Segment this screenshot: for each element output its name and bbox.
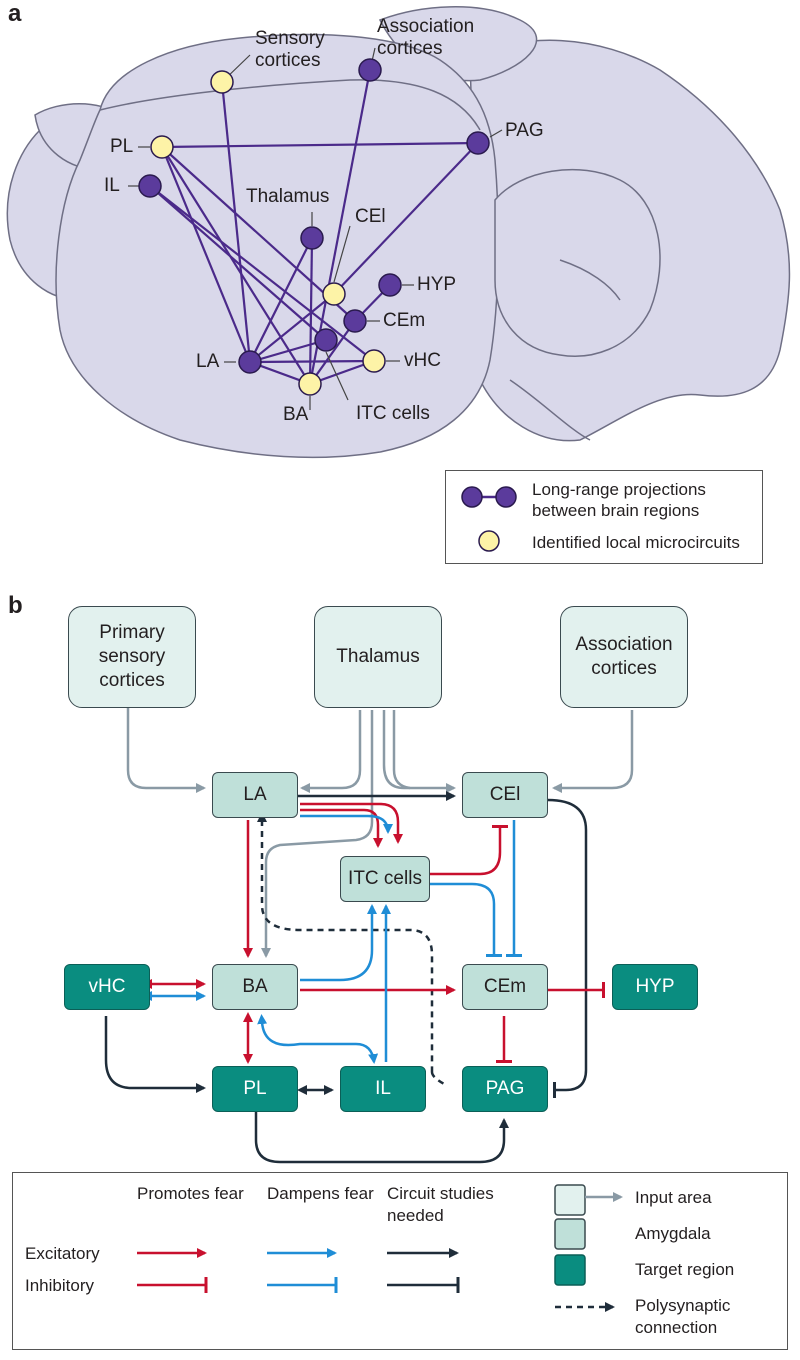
box-vhc: vHC [64,964,150,1010]
node-thalamus [300,226,324,250]
blue-arrows [142,814,522,1064]
label-sensory-cortices: Sensory cortices [255,28,325,71]
legend-panel-a: Long-range projections between brain reg… [445,470,763,564]
label-il: IL [104,175,120,196]
box-ba: BA [212,964,298,1010]
label-la: LA [196,351,220,372]
input-arrows [126,708,634,958]
panel-a-letter: a [8,0,22,27]
legend-polysynaptic: Polysynaptic connection [635,1296,731,1337]
box-hyp: HYP [612,964,698,1010]
node-pl [150,135,174,159]
panel-b-letter: b [8,592,23,619]
legend-target-region: Target region [635,1260,735,1279]
node-sensory [210,70,234,94]
label-vhc: vHC [404,350,441,371]
node-il [138,174,162,198]
legend-amygdala: Amygdala [635,1224,711,1243]
label-association-cortices: Association cortices [377,16,475,59]
legend-b-symbols [137,1184,623,1312]
label-ba: BA [283,404,309,425]
box-association-cortices: Association cortices [560,606,688,708]
label-hyp: HYP [417,274,457,295]
brain-diagram [6,6,791,459]
red-arrows [142,802,605,1064]
box-pl: PL [212,1066,298,1112]
circuit-diagram [104,708,634,1164]
legend-excitatory: Excitatory [25,1244,100,1263]
box-cel: CEl [462,772,548,818]
nodes [138,58,490,396]
node-cel [322,282,346,306]
box-primary-sensory-cortices: Primary sensory cortices [68,606,196,708]
legend-circuit-studies: Circuit studies needed [387,1184,494,1225]
node-pag [466,131,490,155]
projection-lines [149,69,479,386]
label-cel: CEl [355,206,386,227]
node-cem [343,309,367,333]
legend-panel-b: Promotes fear Dampens fear Circuit studi… [12,1172,788,1350]
node-itc [314,328,338,352]
label-itc-cells: ITC cells [356,403,430,424]
box-thalamus: Thalamus [314,606,442,708]
node-hyp [378,273,402,297]
legend-a-symbols [461,486,517,552]
node-ba [298,372,322,396]
label-pag: PAG [505,120,544,141]
legend-dampens-fear: Dampens fear [267,1184,374,1203]
legend-projections-text: Long-range projections between brain reg… [532,480,706,520]
node-la [238,350,262,374]
dark-arrows [104,791,588,1164]
legend-promotes-fear: Promotes fear [137,1184,244,1203]
leader-lines [128,47,503,410]
node-association [358,58,382,82]
box-la: LA [212,772,298,818]
box-itc-cells: ITC cells [340,856,430,902]
box-pag: PAG [462,1066,548,1112]
label-thalamus: Thalamus [246,186,330,207]
box-il: IL [340,1066,426,1112]
legend-inhibitory: Inhibitory [25,1276,94,1295]
box-cem: CEm [462,964,548,1010]
node-vhc [362,349,386,373]
legend-microcircuits-text: Identified local microcircuits [532,533,740,552]
label-pl: PL [110,136,134,157]
legend-input-area: Input area [635,1188,712,1207]
label-cem: CEm [383,310,426,331]
